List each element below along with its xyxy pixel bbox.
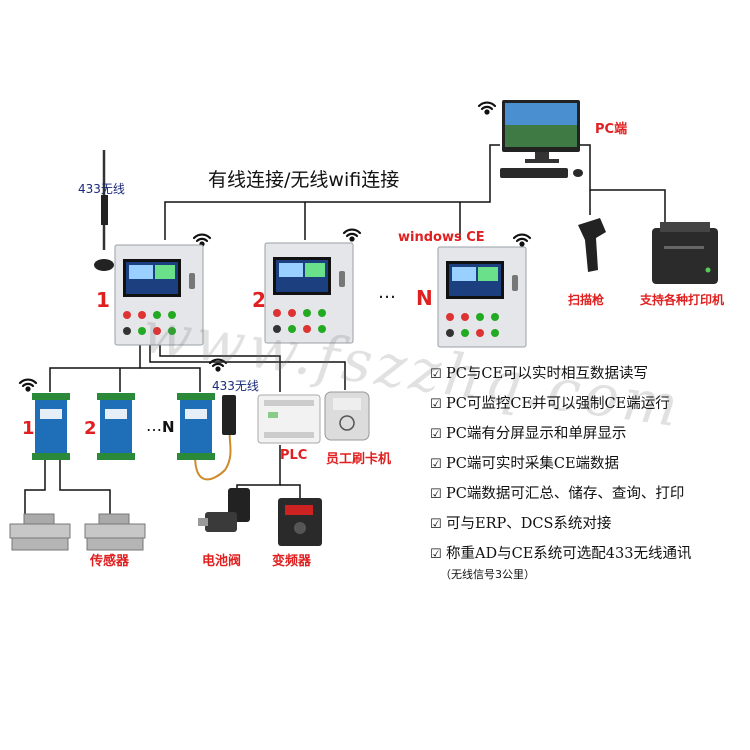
check-icon: ☑ <box>430 367 442 382</box>
feature-item: ☑PC可监控CE并可以强制CE端运行 <box>430 396 670 412</box>
valve-label: 电池阀 <box>202 554 242 569</box>
inverter-label: 变频器 <box>272 554 312 569</box>
card-reader-label: 员工刷卡机 <box>326 452 392 467</box>
cabinet-1 <box>114 244 204 346</box>
cabinet-ellipsis: … <box>378 282 396 303</box>
load-sensors <box>9 513 146 551</box>
diagram-title: 有线连接/无线wifi连接 <box>208 169 400 191</box>
antenna-icon <box>94 150 114 271</box>
check-icon: ☑ <box>430 427 442 442</box>
check-icon: ☑ <box>430 547 442 562</box>
cabinet-number-1: 1 <box>96 288 110 312</box>
printer-icon <box>652 222 718 284</box>
printer-label: 支持各种打印机 <box>640 293 725 307</box>
check-icon: ☑ <box>430 487 442 502</box>
cabinet-n <box>437 246 527 348</box>
module-number-n: N <box>162 418 175 436</box>
scanner-icon <box>578 218 606 272</box>
feature-note: （无线信号3公里） <box>440 568 535 581</box>
module-ellipsis: … <box>146 416 162 435</box>
sensor-label: 传感器 <box>90 554 130 569</box>
feature-item: ☑PC端可实时采集CE端数据 <box>430 456 620 472</box>
check-icon: ☑ <box>430 517 442 532</box>
feature-item: ☑PC端数据可汇总、储存、查询、打印 <box>430 486 685 502</box>
solenoid-valve-icon <box>198 488 250 532</box>
module-n <box>177 393 215 460</box>
windows-ce-label: windows CE <box>398 230 485 245</box>
control-cabinets <box>114 242 527 348</box>
feature-item: ☑称重AD与CE系统可选配433无线通讯 <box>430 546 692 562</box>
scanner-label: 扫描枪 <box>568 293 605 307</box>
antenna-label-433-modules: 433无线 <box>212 379 259 393</box>
cabinet-number-2: 2 <box>252 288 266 312</box>
check-icon: ☑ <box>430 457 442 472</box>
cabinet-number-n: N <box>416 286 433 310</box>
wireless-module-433 <box>222 395 236 435</box>
card-reader-icon <box>324 391 370 441</box>
wire-valve <box>194 429 232 481</box>
plc-icon <box>257 394 321 444</box>
module-number-1: 1 <box>22 418 35 439</box>
cabinet-2 <box>264 242 354 344</box>
wifi-icons <box>18 101 532 392</box>
feature-item: ☑PC与CE可以实时相互数据读写 <box>430 366 649 382</box>
feature-item: ☑可与ERP、DCS系统对接 <box>430 516 612 532</box>
module-2 <box>97 393 135 460</box>
pc-monitor-icon <box>500 100 583 178</box>
pc-label: PC端 <box>595 122 628 137</box>
plc-label: PLC <box>280 448 308 463</box>
antenna-label: 433无线 <box>78 182 125 196</box>
feature-item: ☑PC端有分屏显示和单屏显示 <box>430 426 627 442</box>
inverter-icon <box>278 498 322 546</box>
ad-modules <box>32 393 236 460</box>
module-1 <box>32 393 70 460</box>
check-icon: ☑ <box>430 397 442 412</box>
module-number-2: 2 <box>84 418 97 439</box>
